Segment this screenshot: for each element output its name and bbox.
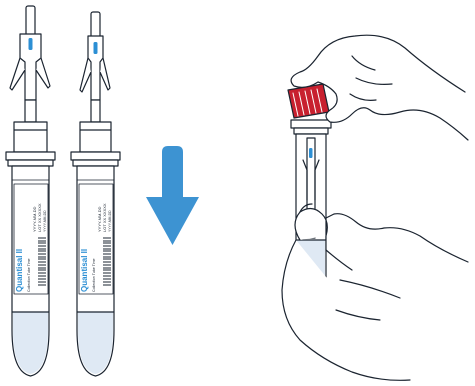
- blue-indicator-left: [29, 38, 33, 50]
- collection-tube-left: [6, 6, 55, 376]
- tube-brand-left: Quantisal II: [15, 249, 24, 292]
- tube-expiry-left: YYYY-MM-DD: [43, 210, 47, 232]
- lower-hand: [282, 208, 468, 380]
- blue-indicator-middle: [94, 42, 98, 54]
- tube-lot-middle: LOT XX XXXXX: [102, 203, 107, 232]
- down-arrow-icon: [146, 146, 199, 245]
- tube-brand-middle: Quantisal II: [80, 249, 89, 292]
- hands-with-tube: [282, 35, 468, 380]
- tube-subtitle-middle: Collection Tube Time: [92, 258, 96, 292]
- tube-expiry-middle: YYYY-MM-DD: [108, 210, 112, 232]
- tube-subtitle-left: Collection Tube Time: [27, 258, 31, 292]
- red-cap-icon: [288, 84, 329, 118]
- blue-indicator-right: [309, 148, 313, 158]
- tube-lot-left: LOT XX XXXXX: [37, 203, 42, 232]
- collection-tube-middle: [71, 12, 120, 376]
